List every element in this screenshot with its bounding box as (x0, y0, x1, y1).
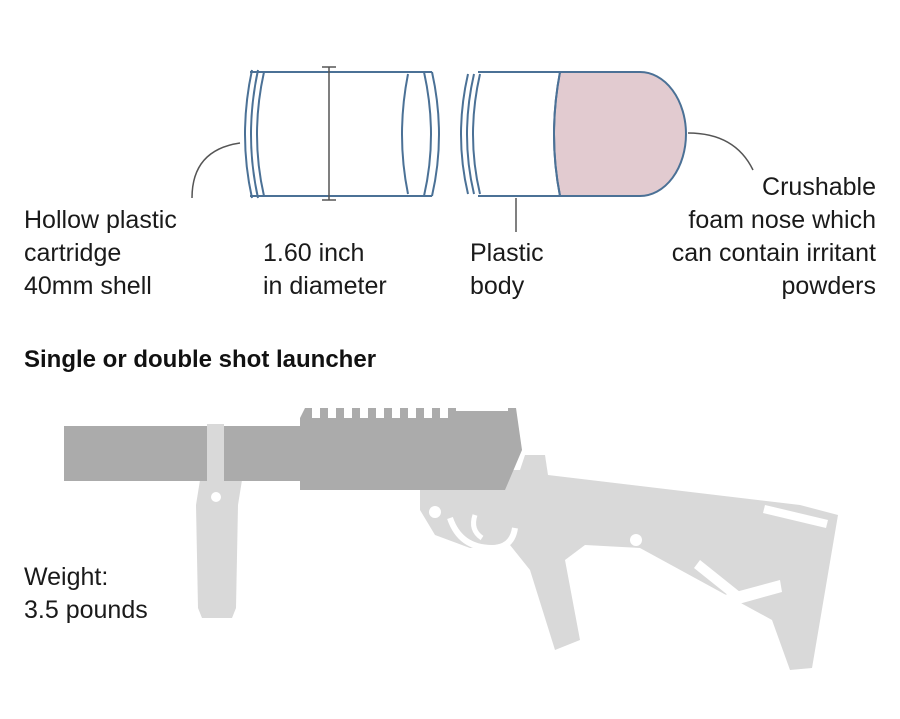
body-label: Plastic body (470, 237, 544, 303)
diameter-label-line: 1.60 inch (263, 239, 365, 267)
weight-label-line: 3.5 pounds (24, 596, 148, 624)
weight-label: Weight: 3.5 pounds (24, 561, 148, 627)
leader-lines (191, 132, 754, 232)
launcher-illustration (64, 408, 838, 670)
diameter-dimension (322, 66, 336, 201)
rivets (211, 492, 642, 546)
nose-label-line: Crushable (762, 173, 876, 201)
cartridge-label-line: Hollow plastic (24, 206, 177, 234)
launcher-heading: Single or double shot launcher (24, 346, 377, 373)
body-label-line: body (470, 272, 525, 300)
nose-leader (687, 132, 754, 171)
trigger (471, 514, 484, 541)
diameter-label-line: in diameter (263, 272, 387, 300)
cartridge-leader (191, 142, 241, 199)
weight-label-line: Weight: (24, 563, 109, 591)
projectile (460, 71, 687, 197)
body-label-line: Plastic (470, 239, 544, 267)
nose-label-line: can contain irritant (671, 239, 876, 267)
cartridge-label: Hollow plastic cartridge 40mm shell (24, 204, 177, 303)
cartridge-label-line: 40mm shell (24, 272, 152, 300)
launcher-barrel (64, 408, 522, 490)
foam-nose (553, 71, 687, 197)
stock-cutouts (694, 505, 828, 650)
nose-label: Crushable foam nose which can contain ir… (672, 171, 876, 303)
diameter-label: 1.60 inch in diameter (263, 237, 387, 303)
nose-label-line: powders (781, 272, 877, 300)
cartridge-case (244, 69, 440, 199)
trigger-guard (447, 516, 518, 552)
cartridge-label-line: cartridge (24, 239, 122, 267)
nose-label-line: foam nose which (688, 206, 876, 234)
grip-strap (207, 424, 224, 484)
launcher-body (196, 455, 838, 670)
